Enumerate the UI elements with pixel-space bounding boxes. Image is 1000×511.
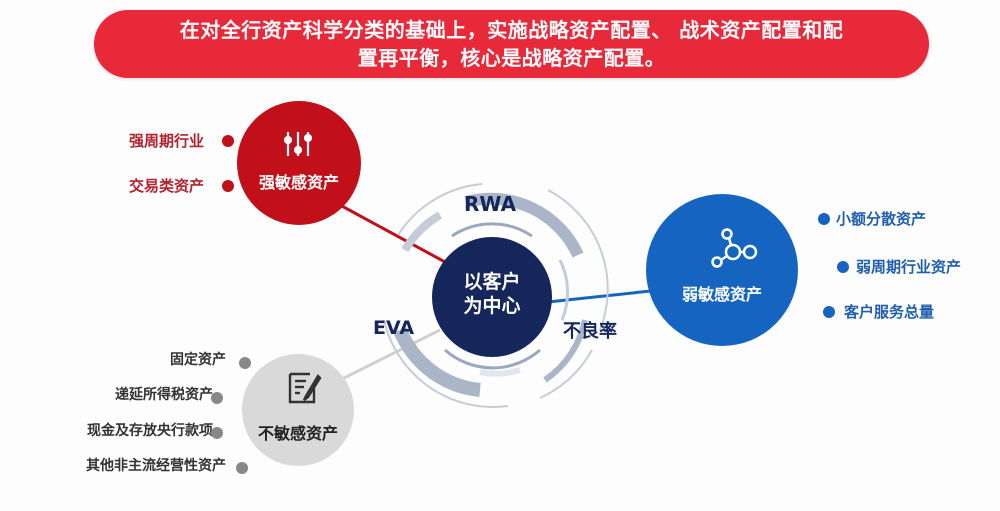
ring-arcs	[383, 183, 609, 408]
center-label: 以客户 为中心	[452, 270, 532, 318]
connector-weak	[547, 288, 661, 304]
insensitive-title: 不敏感资产	[257, 424, 338, 443]
bullet-dot	[211, 392, 223, 404]
insensitive-circle	[242, 354, 354, 466]
bullet-dot	[239, 357, 251, 369]
strong-title: 强敏感资产	[258, 173, 339, 192]
ring-arc	[464, 192, 584, 258]
network-nodes-icon	[711, 228, 758, 268]
ring-arc	[479, 367, 521, 377]
document-edit-icon	[288, 372, 322, 404]
weak-title: 弱敏感资产	[681, 285, 762, 304]
insensitive-item: 现金及存放央行款项	[87, 423, 213, 439]
ring-arc	[401, 211, 443, 253]
ring-label-eva: EVA	[373, 317, 415, 339]
weak-item: 客户服务总量	[844, 303, 935, 321]
headline-banner: 在对全行资产科学分类的基础上，实施战略资产配置、 战术资产配置和配置再平衡，核心…	[94, 10, 929, 78]
ring-arc	[383, 319, 509, 408]
ring-arc	[543, 319, 588, 383]
connector-insensitive	[339, 328, 441, 382]
bullet-dot	[837, 261, 849, 273]
weak-circle	[646, 194, 798, 346]
connector-strong	[339, 203, 446, 264]
strong-item: 交易类资产	[128, 177, 204, 195]
ring-arc	[451, 222, 533, 238]
ring-label-rwa: RWA	[464, 192, 517, 216]
ring-label-npl: 不良率	[563, 321, 617, 342]
ring-arc	[444, 348, 541, 370]
insensitive-item: 递延所得税资产	[115, 387, 213, 403]
insensitive-item: 其他非主流经营性资产	[86, 458, 226, 474]
strong-item: 强周期行业	[128, 132, 204, 150]
bullet-dot	[236, 462, 248, 474]
ring-arc	[547, 189, 609, 331]
sliders-icon	[283, 132, 313, 156]
center-label-line-1: 以客户	[463, 271, 521, 293]
ring-arc	[397, 183, 483, 236]
ring-arc	[539, 349, 593, 399]
headline-line-2: 置再平衡，核心是战略资产配置。	[357, 46, 666, 70]
weak-item: 小额分散资产	[836, 210, 927, 228]
center-label-line-2: 为中心	[463, 295, 521, 317]
ring-arc	[393, 327, 481, 397]
bullet-dot	[222, 135, 234, 147]
weak-item: 弱周期行业资产	[856, 258, 962, 276]
bullet-dot	[222, 180, 234, 192]
headline-line-1: 在对全行资产科学分类的基础上，实施战略资产配置、 战术资产配置和配	[179, 18, 844, 42]
headline-text: 在对全行资产科学分类的基础上，实施战略资产配置、 战术资产配置和配置再平衡，核心…	[150, 16, 873, 72]
center-circle	[432, 237, 552, 357]
bullet-dot	[211, 427, 223, 439]
bullet-dot	[823, 306, 835, 318]
bullet-dot	[818, 213, 830, 225]
ring-arc	[558, 259, 570, 321]
insensitive-item: 固定资产	[170, 352, 226, 368]
strong-circle	[237, 101, 361, 225]
